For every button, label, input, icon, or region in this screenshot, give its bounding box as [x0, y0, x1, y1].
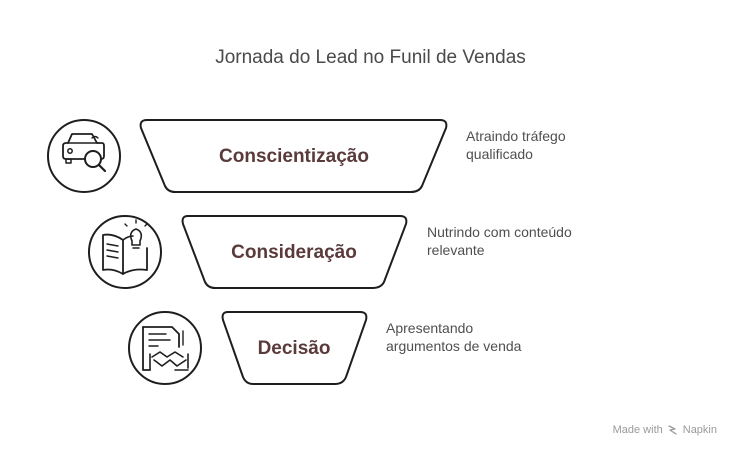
stage-2-description-line-2: relevante	[427, 242, 485, 258]
funnel-stage-1: Conscientização	[139, 119, 448, 193]
funnel-stage-3-shape	[221, 311, 368, 385]
napkin-brand-label: Napkin	[682, 424, 717, 436]
funnel-stage-2-label: Consideração	[231, 242, 357, 263]
stage-1-description: Atraindo tráfego qualificado	[466, 127, 566, 163]
stage-3-description-line-1: Apresentando	[386, 320, 474, 336]
contract-handshake-icon	[128, 311, 202, 385]
stage-3-description: Apresentando argumentos de venda	[386, 319, 521, 355]
made-with-label: Made with	[612, 424, 663, 436]
stage-1-description-line-1: Atraindo tráfego	[466, 128, 566, 144]
stage-3-description-line-2: argumentos de venda	[386, 338, 522, 354]
stage-2-description-line-1: Nutrindo com conteúdo	[427, 224, 572, 240]
funnel-stage-3-label: Decisão	[258, 338, 331, 359]
car-search-icon	[47, 119, 121, 193]
funnel-stage-3: Decisão	[221, 311, 368, 385]
funnel-stage-1-label: Conscientização	[219, 146, 369, 167]
stage-1-description-line-2: qualificado	[466, 146, 533, 162]
funnel-stage-2-shape	[181, 215, 408, 289]
stage-2-description: Nutrindo com conteúdo relevante	[427, 223, 572, 259]
napkin-logo-icon	[668, 425, 677, 435]
made-with-napkin-footer[interactable]: Made with Napkin	[613, 424, 717, 436]
book-lightbulb-icon	[88, 215, 162, 289]
diagram-title: Jornada do Lead no Funil de Vendas	[215, 47, 526, 68]
funnel-stage-2: Consideração	[181, 215, 408, 289]
funnel-stage-1-shape	[139, 119, 448, 193]
